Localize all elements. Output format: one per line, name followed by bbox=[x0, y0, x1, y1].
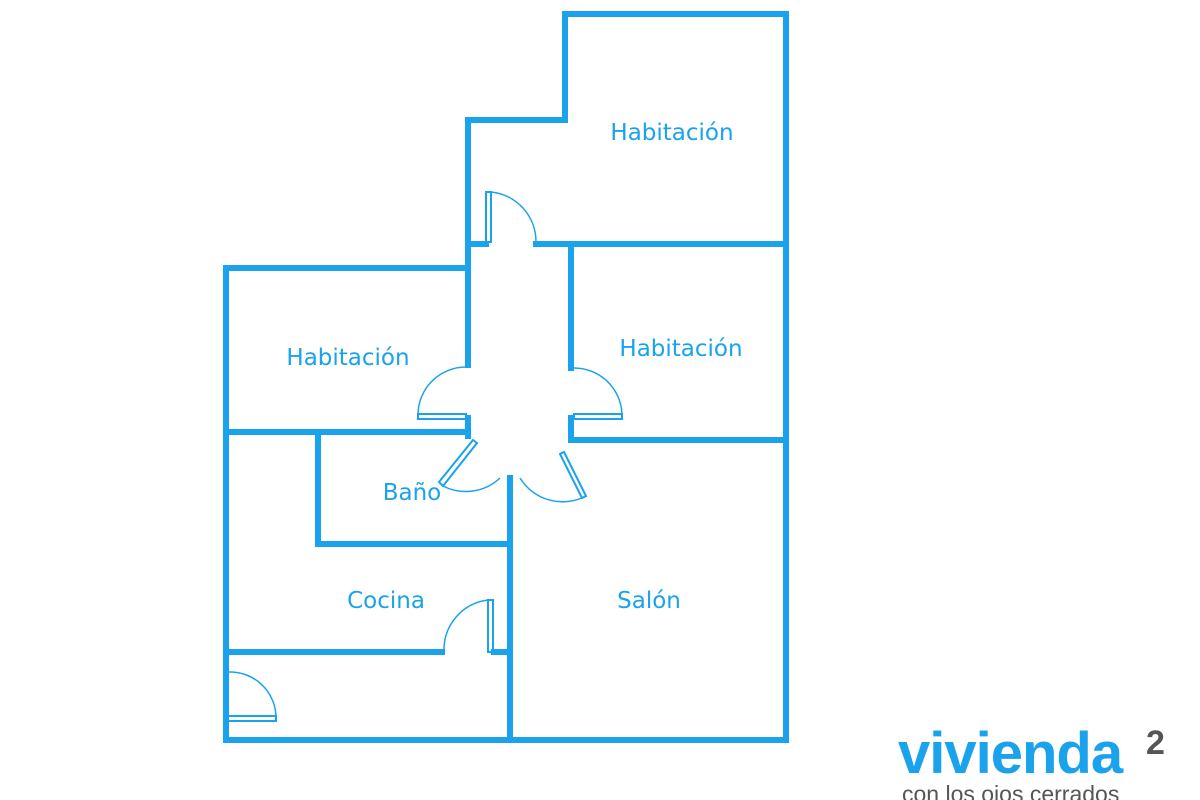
door-top-bedroom bbox=[485, 191, 537, 243]
logo-tagline: con los ojos cerrados bbox=[902, 781, 1120, 800]
outer-walls bbox=[223, 11, 789, 743]
label-habitacion-right: Habitación bbox=[619, 336, 742, 362]
brand-logo: vivienda 2 con los ojos cerrados bbox=[898, 722, 1198, 800]
door-kitchen bbox=[443, 599, 494, 653]
logo-word: vivienda bbox=[898, 722, 1123, 786]
label-cocina: Cocina bbox=[347, 588, 425, 614]
door-right-bedroom bbox=[573, 367, 623, 420]
doors bbox=[227, 191, 623, 722]
door-salon bbox=[519, 450, 588, 503]
label-bano: Baño bbox=[383, 480, 442, 506]
door-entrance bbox=[227, 671, 277, 722]
logo-superscript: 2 bbox=[1146, 724, 1165, 762]
label-salon: Salón bbox=[617, 588, 681, 614]
door-left-bedroom bbox=[417, 366, 467, 420]
interior-walls bbox=[223, 241, 789, 743]
label-habitacion-left: Habitación bbox=[286, 345, 409, 371]
room-labels: Habitación Habitación Habitación Baño Co… bbox=[286, 120, 742, 614]
label-habitacion-top: Habitación bbox=[610, 120, 733, 146]
door-bathroom bbox=[437, 438, 501, 493]
